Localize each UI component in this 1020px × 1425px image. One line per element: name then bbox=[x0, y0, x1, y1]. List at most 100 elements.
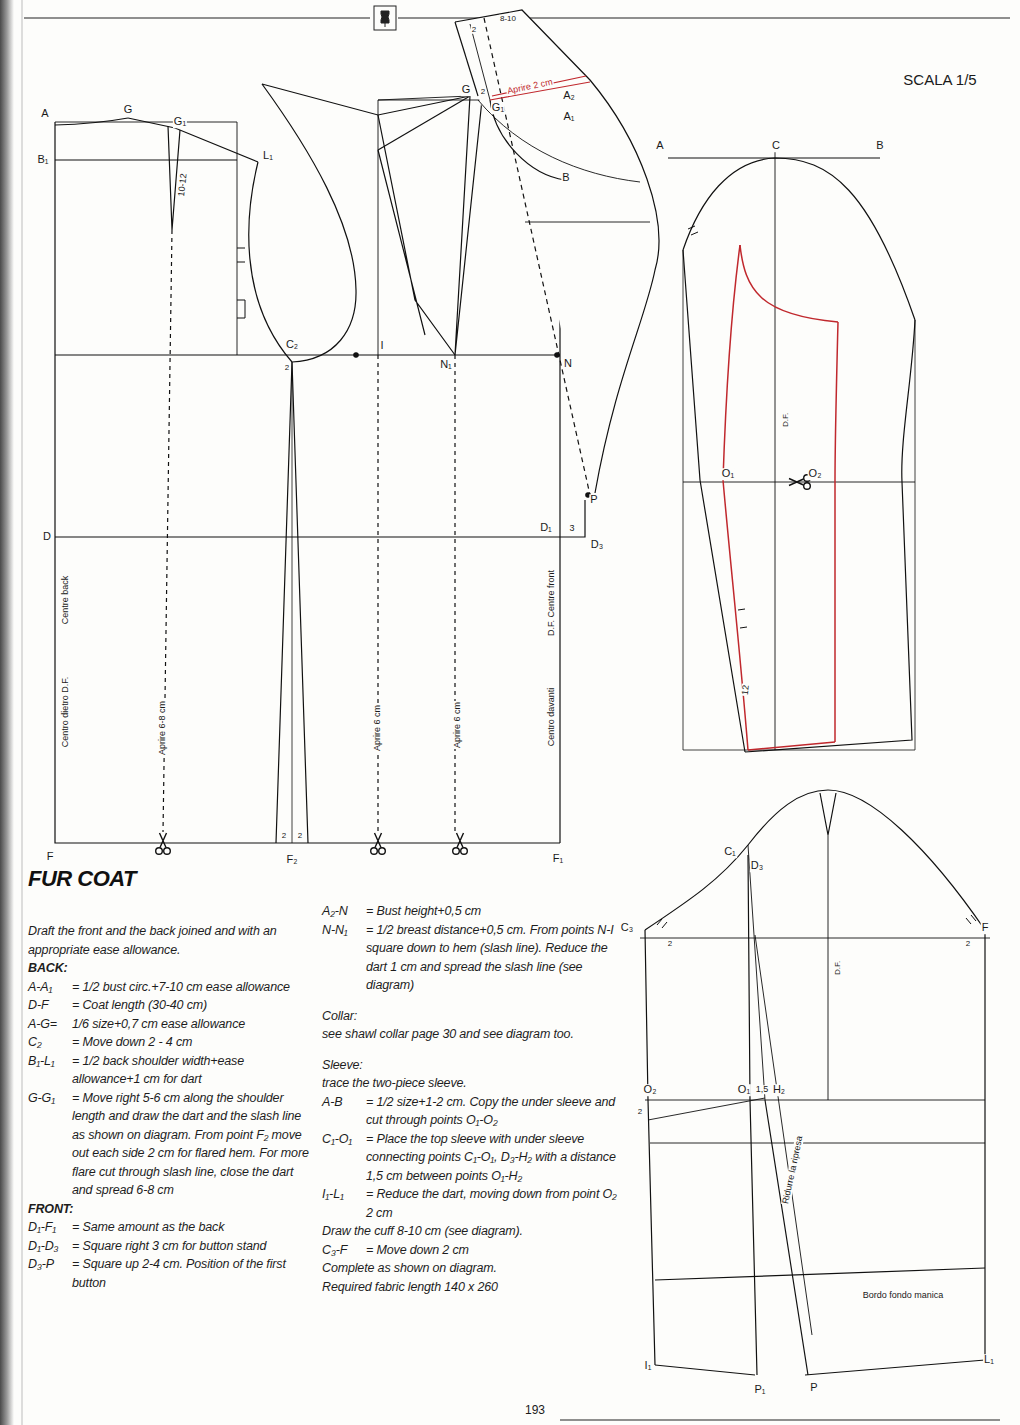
point-label: H₂ bbox=[772, 1084, 786, 1096]
definition-row: D-F= Coat length (30-40 cm) bbox=[28, 996, 310, 1015]
step-definition: = Move right 5-6 cm along the shoulder l… bbox=[72, 1089, 310, 1200]
body-draft bbox=[55, 84, 585, 843]
step-definition: = 1/2 breast distance+0,5 cm. From point… bbox=[366, 921, 617, 995]
shawl-collar bbox=[455, 10, 659, 493]
point-label: A bbox=[40, 108, 49, 120]
point-label: O₁ bbox=[737, 1084, 751, 1096]
definition-row: C₃-F= Move down 2 cm bbox=[322, 1241, 617, 1260]
definition-row: D₃-P= Square up 2-4 cm. Position of the … bbox=[28, 1255, 310, 1292]
step-term: C₂ bbox=[28, 1033, 72, 1052]
body-draft bbox=[378, 115, 455, 355]
two-piece-sleeve bbox=[657, 915, 976, 928]
two-piece-sleeve bbox=[820, 793, 836, 835]
point-label: F bbox=[981, 922, 990, 934]
point-label: O₂ bbox=[643, 1084, 658, 1096]
point-label: F₁ bbox=[552, 853, 564, 865]
two-piece-sleeve bbox=[640, 938, 990, 939]
definition-row: C₂= Move down 2 - 4 cm bbox=[28, 1033, 310, 1052]
shawl-collar bbox=[470, 24, 490, 100]
dimension-label: 1,5 bbox=[755, 1085, 770, 1094]
point-label: B₁ bbox=[36, 154, 49, 166]
two-piece-sleeve bbox=[655, 1360, 985, 1375]
step-definition: = 1/2 back shoulder width+ease allowance… bbox=[72, 1052, 310, 1089]
body-draft bbox=[292, 362, 293, 843]
point-label: D bbox=[42, 531, 52, 543]
step-term: A-A₁ bbox=[28, 978, 72, 997]
definition-row: G-G₁= Move right 5-6 cm along the should… bbox=[28, 1089, 310, 1200]
body-draft bbox=[128, 118, 258, 162]
dimension-label: 8-10 bbox=[499, 15, 517, 23]
spacer bbox=[322, 1044, 617, 1056]
step-term: N-N₁ bbox=[322, 921, 366, 995]
definition-row: B₁-L₁= 1/2 back shoulder width+ease allo… bbox=[28, 1052, 310, 1089]
shawl-collar bbox=[378, 10, 659, 497]
instruction-text: Draw the cuff 8-10 cm (see diagram). bbox=[322, 1222, 617, 1241]
step-definition: = Place the top sleeve with under sleeve… bbox=[366, 1130, 617, 1186]
point-label: G₁ bbox=[173, 116, 187, 128]
point-label: F₂ bbox=[286, 854, 299, 866]
shawl-collar bbox=[490, 100, 565, 180]
two-piece-sleeve bbox=[655, 1268, 985, 1280]
under-sleeve-outline bbox=[740, 245, 838, 322]
body-draft bbox=[354, 353, 358, 357]
point-label: 193 bbox=[524, 1404, 546, 1417]
point-label: D₃ bbox=[590, 539, 604, 551]
two-piece-sleeve bbox=[640, 790, 990, 1375]
step-definition: = Move down 2 - 4 cm bbox=[72, 1033, 310, 1052]
point-label: C₂ bbox=[285, 339, 299, 351]
instruction-text: Required fabric length 140 x 260 bbox=[322, 1278, 617, 1297]
point-label: I bbox=[379, 340, 384, 352]
dimension-label: Aprire 2 cm bbox=[506, 77, 555, 96]
scissors-symbol bbox=[156, 475, 811, 855]
dimension-label: D.F. bbox=[782, 412, 790, 428]
page-frame bbox=[22, 0, 23, 1425]
sleeve-draft bbox=[683, 250, 745, 752]
dimension-label: 2 bbox=[281, 832, 287, 840]
definition-row: A₂-N= Bust height+0,5 cm bbox=[322, 902, 617, 921]
definition-row: N-N₁= 1/2 breast distance+0,5 cm. From p… bbox=[322, 921, 617, 995]
instruction-text: Complete as shown on diagram. bbox=[322, 1259, 617, 1278]
dimension-label: D.F. bbox=[834, 960, 842, 976]
point-label: G bbox=[123, 104, 134, 116]
two-piece-sleeve bbox=[765, 1100, 808, 1375]
body-draft bbox=[55, 500, 585, 537]
step-term: C₃-F bbox=[322, 1241, 366, 1260]
under-sleeve-outline bbox=[723, 245, 838, 750]
section-heading: BACK: bbox=[28, 959, 310, 978]
point-label: L₁ bbox=[983, 1354, 995, 1366]
sleeve-draft bbox=[775, 150, 776, 750]
point-label: A₂ bbox=[562, 90, 576, 102]
dimension-label: 2 bbox=[667, 940, 673, 948]
two-piece-sleeve bbox=[984, 930, 985, 1360]
body-draft bbox=[378, 96, 470, 150]
instruction-text: trace the two-piece sleeve. bbox=[322, 1074, 617, 1093]
dimension-label: 2 bbox=[480, 88, 486, 96]
scissors-symbol bbox=[453, 833, 468, 854]
step-term: I₁-L₁ bbox=[322, 1185, 366, 1222]
point-label: P bbox=[589, 494, 598, 506]
spacer bbox=[322, 995, 617, 1007]
body-draft bbox=[55, 118, 128, 125]
two-piece-sleeve bbox=[648, 1098, 765, 1120]
point-label: P bbox=[809, 1382, 818, 1394]
body-draft bbox=[276, 362, 308, 843]
two-piece-sleeve bbox=[645, 1100, 985, 1101]
sleeve-draft bbox=[683, 250, 915, 750]
definition-row: D₁-F₁= Same amount as the back bbox=[28, 1218, 310, 1237]
step-definition: = Reduce the dart, moving down from poin… bbox=[366, 1185, 617, 1222]
definition-row: A-A₁= 1/2 bust circ.+7-10 cm ease allowa… bbox=[28, 978, 310, 997]
shawl-collar bbox=[525, 222, 650, 223]
two-piece-sleeve bbox=[645, 930, 655, 1365]
point-label: B bbox=[561, 172, 570, 184]
point-label: F bbox=[46, 851, 55, 863]
dimension-label: 2 bbox=[965, 940, 971, 948]
step-term: A-B bbox=[322, 1093, 366, 1130]
definition-row: C₁-O₁= Place the top sleeve with under s… bbox=[322, 1130, 617, 1186]
step-definition: = Square up 2-4 cm. Position of the firs… bbox=[72, 1255, 310, 1292]
definition-row: A-B= 1/2 size+1-2 cm. Copy the under sle… bbox=[322, 1093, 617, 1130]
shawl-collar bbox=[478, 100, 640, 182]
step-term: D₁-F₁ bbox=[28, 1218, 72, 1237]
point-label: C₁ bbox=[723, 846, 737, 858]
step-term: G-G₁ bbox=[28, 1089, 72, 1200]
